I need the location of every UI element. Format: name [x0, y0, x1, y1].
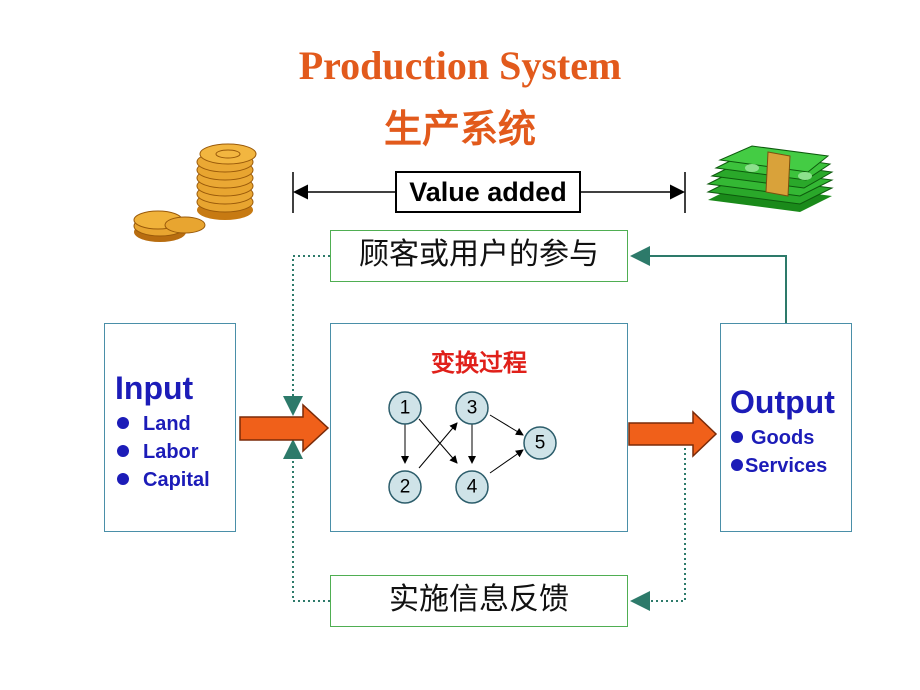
- output-box: Output Goods Services: [720, 323, 852, 532]
- coin-stack-icon: [133, 143, 257, 242]
- customer-participation-box: 顾客或用户的参与: [330, 230, 628, 282]
- edge-4-5: [489, 449, 524, 474]
- bullet-icon: [117, 416, 129, 429]
- input-box: Input Land Labor Capital: [104, 323, 236, 532]
- input-arrow: [239, 403, 330, 453]
- bullet-icon: [731, 458, 743, 471]
- title-chinese: 生产系统: [383, 107, 536, 151]
- input-item: Land: [117, 410, 210, 438]
- input-item: Labor: [117, 438, 210, 466]
- transformation-title: 变换过程: [431, 349, 527, 377]
- input-item: Capital: [117, 466, 210, 494]
- node-1: 1: [388, 391, 422, 425]
- node-2: 2: [388, 470, 422, 504]
- node-3: 3: [455, 391, 489, 425]
- process-network: 1 2 3 4 5: [388, 391, 557, 504]
- value-added-bracket: [292, 172, 686, 213]
- svg-text:5: 5: [535, 433, 546, 454]
- node-5: 5: [523, 426, 557, 460]
- svg-text:2: 2: [400, 477, 411, 498]
- svg-text:1: 1: [400, 398, 411, 419]
- svg-text:4: 4: [467, 477, 478, 498]
- output-title: Output: [730, 384, 835, 420]
- output-arrow: [628, 410, 718, 458]
- edge-3-5: [489, 414, 524, 436]
- money-bundle-icon: [706, 145, 834, 212]
- dotted-feedback-lines: [283, 255, 686, 611]
- input-title: Input: [115, 370, 194, 406]
- output-item: Services: [731, 452, 827, 480]
- edge-1-4: [418, 418, 458, 464]
- bullet-icon: [731, 430, 743, 443]
- participation-feedback-line: [630, 246, 787, 323]
- bullet-icon: [117, 444, 129, 457]
- input-list: Land Labor Capital: [117, 410, 210, 494]
- value-added-label: Value added: [395, 171, 581, 213]
- feedback-box: 实施信息反馈: [330, 575, 628, 627]
- output-item: Goods: [731, 424, 827, 452]
- edge-2-3: [418, 422, 458, 469]
- output-list: Goods Services: [731, 424, 827, 480]
- title-english: Production System: [298, 43, 622, 88]
- svg-text:3: 3: [467, 398, 478, 419]
- node-4: 4: [455, 470, 489, 504]
- bullet-icon: [117, 472, 129, 485]
